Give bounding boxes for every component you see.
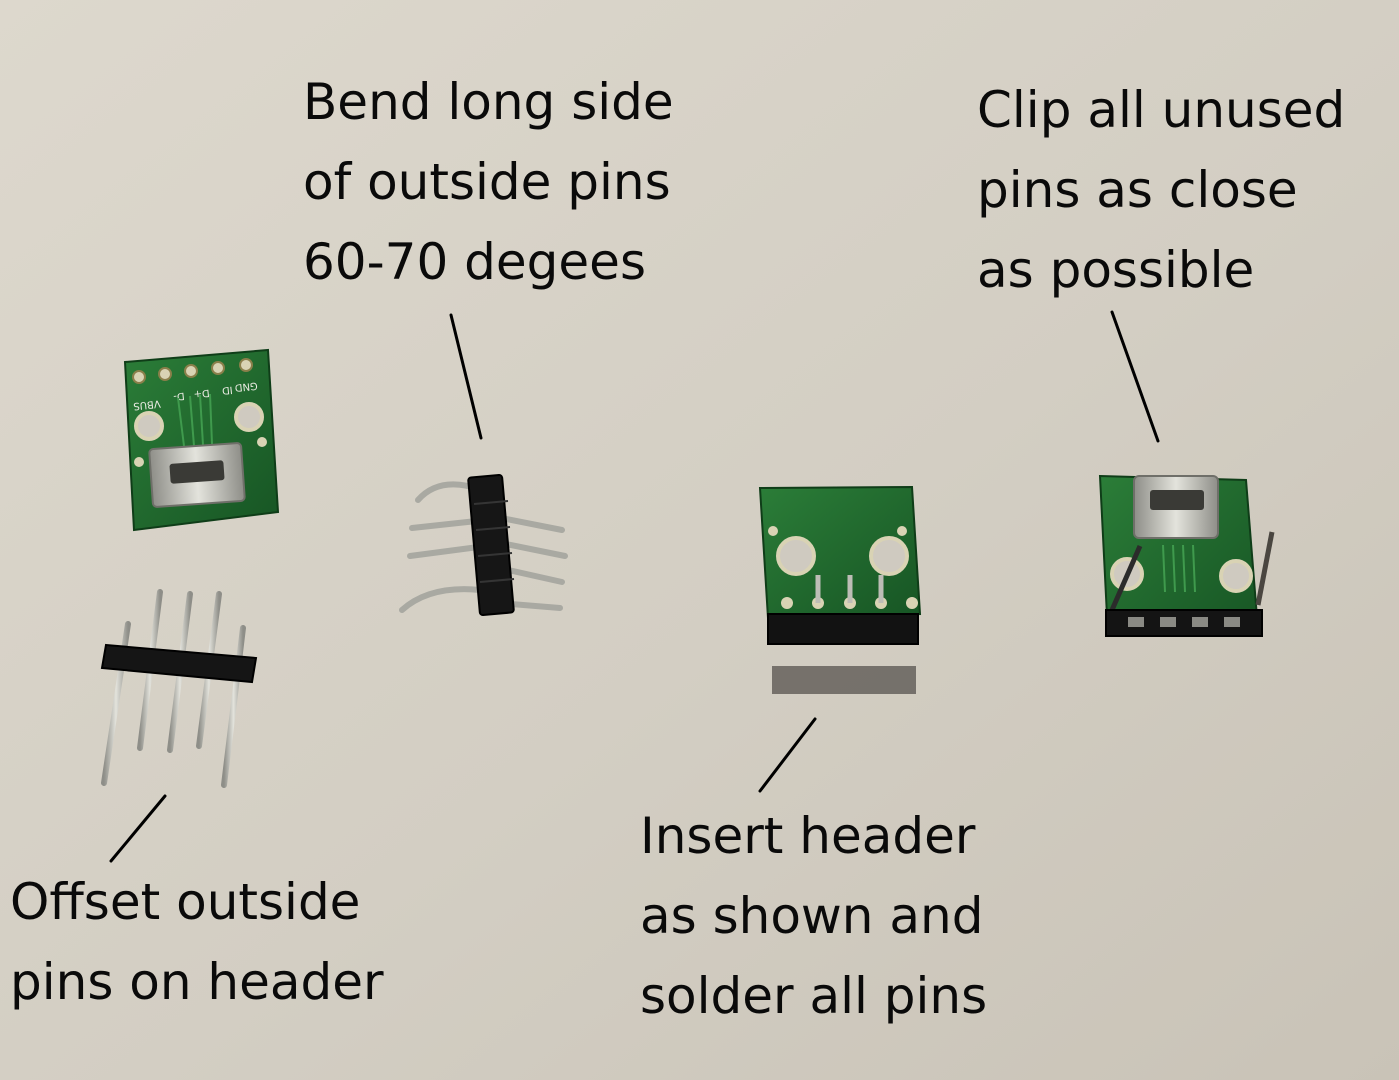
caption-line: Clip all unused	[977, 81, 1346, 139]
caption-line: as possible	[977, 241, 1255, 299]
caption-bend-pins: Bend long side of outside pins 60-70 deg…	[303, 62, 674, 302]
caption-insert-header: Insert header as shown and solder all pi…	[640, 796, 987, 1036]
board-label-vbus: VBUS	[133, 397, 161, 411]
caption-line: pins on header	[10, 953, 384, 1011]
pin-header-straight	[100, 589, 258, 788]
caption-line: Insert header	[640, 807, 976, 865]
caption-clip-pins: Clip all unused pins as close as possibl…	[977, 70, 1345, 310]
caption-line: pins as close	[977, 161, 1298, 219]
caption-offset-pins: Offset outside pins on header	[10, 862, 384, 1022]
caption-line: as shown and	[640, 887, 984, 945]
pin-header-bent	[399, 474, 568, 616]
board-label-dminus: D-	[172, 390, 185, 402]
caption-line: of outside pins	[303, 153, 671, 211]
caption-line: 60-70 degees	[303, 233, 646, 291]
usb-breakout-board-with-header	[758, 485, 922, 694]
board-silkscreen-labels: GND ID D+ D- VBUS	[133, 379, 258, 411]
board-label-dplus: D+	[193, 387, 210, 400]
pointer-line-insert	[758, 717, 817, 793]
usb-breakout-board-loose: GND ID D+ D- VBUS	[123, 348, 280, 532]
caption-line: Bend long side	[303, 73, 674, 131]
usb-breakout-board-finished	[1098, 474, 1275, 638]
caption-line: solder all pins	[640, 967, 988, 1025]
board-label-id: ID	[221, 384, 233, 396]
pointer-line-bend	[449, 313, 483, 440]
board-label-gnd: GND	[234, 379, 258, 392]
annotation-pointer-lines	[109, 310, 1160, 863]
pointer-line-clip	[1110, 310, 1160, 443]
pointer-line-offset	[109, 794, 167, 863]
caption-line: Offset outside	[10, 873, 361, 931]
